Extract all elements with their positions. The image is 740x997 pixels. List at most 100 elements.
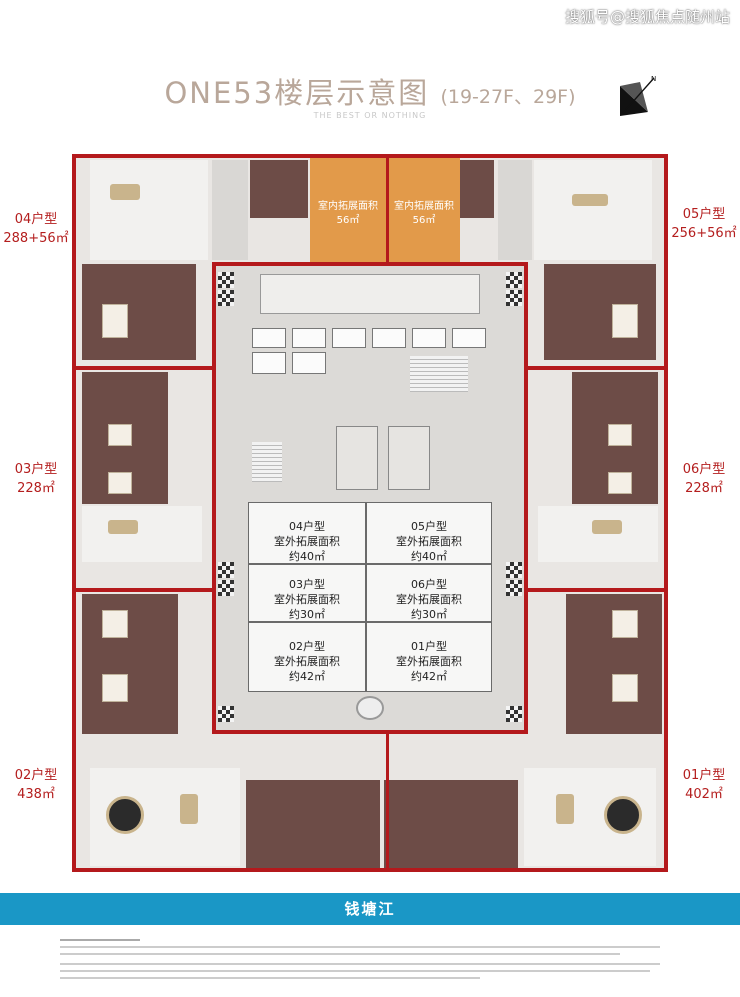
unit-area: 256+56㎡	[671, 226, 737, 241]
boundary-line	[524, 588, 668, 592]
fountain	[356, 696, 384, 720]
bed	[612, 674, 638, 702]
unit-area: 402㎡	[685, 787, 723, 802]
living-room-03	[82, 506, 202, 562]
boundary-line	[72, 154, 76, 872]
ext-unit: 01户型	[411, 640, 447, 653]
boundary-line	[524, 366, 668, 370]
watermark-text: 搜狐号@搜狐焦点随州站	[564, 8, 730, 26]
boundary-line	[664, 154, 668, 872]
title-floors: (19-27F、29F)	[440, 86, 576, 108]
bedrooms-02	[82, 594, 178, 734]
kitchen-05	[498, 160, 532, 260]
round-dining-table	[604, 796, 642, 834]
checker-tile	[218, 290, 234, 306]
bedroom-04	[82, 264, 196, 360]
bedroom-02-bottom	[246, 780, 380, 868]
ext-area: 约30㎡	[289, 608, 325, 621]
unit-type: 01户型	[682, 768, 726, 783]
unit-area: 228㎡	[685, 481, 723, 496]
dining-table	[572, 194, 608, 206]
unit-label-05: 05户型 256+56㎡	[668, 205, 740, 243]
outdoor-extension-05: 05户型 室外拓展面积 约40㎡	[366, 502, 492, 564]
boundary-line	[72, 366, 216, 370]
bedroom-04-top	[250, 160, 308, 218]
checker-tile	[506, 272, 522, 288]
bedroom-01-bottom	[384, 780, 518, 868]
ext-label: 室外拓展面积	[274, 593, 340, 606]
ext-unit: 03户型	[289, 578, 325, 591]
compass-letter: N	[651, 75, 656, 83]
river-label: 钱塘江	[0, 893, 740, 925]
bed	[612, 610, 638, 638]
outdoor-extension-04: 04户型 室外拓展面积 约40㎡	[248, 502, 366, 564]
indoor-ext-area: 56㎡	[412, 215, 436, 226]
sofa-set	[108, 520, 138, 534]
boundary-line	[212, 262, 216, 734]
ext-unit: 05户型	[411, 520, 447, 533]
unit-type: 06户型	[682, 462, 726, 477]
round-dining-table	[106, 796, 144, 834]
outdoor-extension-01: 01户型 室外拓展面积 约42㎡	[366, 622, 492, 692]
stairwell	[252, 442, 282, 482]
boundary-line	[524, 262, 528, 734]
sofa-set	[592, 520, 622, 534]
unit-type: 03户型	[14, 462, 58, 477]
sofa-set	[110, 184, 140, 200]
kitchen-04	[212, 160, 248, 260]
living-room-06	[538, 506, 658, 562]
indoor-extension-05: 室内拓展面积 56㎡	[388, 158, 460, 262]
elevator-lobby	[336, 426, 378, 490]
boundary-line	[72, 868, 668, 872]
unit-area: 438㎡	[17, 787, 55, 802]
bed	[108, 472, 132, 494]
ext-label: 室外拓展面积	[396, 593, 462, 606]
ext-area: 约40㎡	[411, 550, 447, 563]
unit-label-01: 01户型 402㎡	[668, 766, 740, 804]
tagline: THE BEST OR NOTHING	[313, 111, 427, 120]
boundary-line	[386, 154, 389, 262]
title-main: ONE53楼层示意图	[164, 76, 430, 110]
elevator-lobby	[388, 426, 430, 490]
indoor-ext-area: 56㎡	[336, 215, 360, 226]
fine-print	[60, 936, 680, 979]
page-title: ONE53楼层示意图 (19-27F、29F)	[0, 70, 740, 112]
unit-label-04: 04户型 288+56㎡	[0, 210, 72, 248]
checker-tile	[506, 562, 522, 578]
checker-tile	[218, 272, 234, 288]
indoor-ext-label: 室内拓展面积	[394, 201, 454, 212]
boundary-line	[212, 730, 528, 734]
office-unit	[292, 328, 326, 348]
ext-area: 约40㎡	[289, 550, 325, 563]
office-unit	[332, 328, 366, 348]
bed	[102, 304, 128, 338]
bed	[102, 610, 128, 638]
ext-label: 室外拓展面积	[274, 535, 340, 548]
outdoor-extension-02: 02户型 室外拓展面积 约42㎡	[248, 622, 366, 692]
ext-unit: 04户型	[289, 520, 325, 533]
floor-plan: 室内拓展面积 56㎡ 室内拓展面积 56㎡ 04户型 室外拓展面积	[72, 154, 668, 872]
bed	[102, 674, 128, 702]
ext-label: 室外拓展面积	[396, 535, 462, 548]
compass-icon: N	[620, 75, 656, 116]
utility-unit	[252, 352, 286, 374]
indoor-ext-label: 室内拓展面积	[318, 201, 378, 212]
stairwell	[410, 356, 468, 392]
office-unit	[452, 328, 486, 348]
checker-tile	[506, 706, 522, 722]
sofa-set	[180, 794, 198, 824]
unit-type: 02户型	[14, 768, 58, 783]
outdoor-extension-03: 03户型 室外拓展面积 约30㎡	[248, 564, 366, 622]
unit-label-06: 06户型 228㎡	[668, 460, 740, 498]
boundary-line	[72, 154, 668, 158]
ext-label: 室外拓展面积	[274, 655, 340, 668]
ext-area: 约42㎡	[289, 670, 325, 683]
atrium-skylight	[260, 274, 480, 314]
checker-tile	[218, 580, 234, 596]
bed	[108, 424, 132, 446]
outdoor-extension-06: 06户型 室外拓展面积 约30㎡	[366, 564, 492, 622]
boundary-line	[72, 588, 216, 592]
bed	[608, 424, 632, 446]
sofa-set	[556, 794, 574, 824]
boundary-line	[212, 262, 528, 266]
